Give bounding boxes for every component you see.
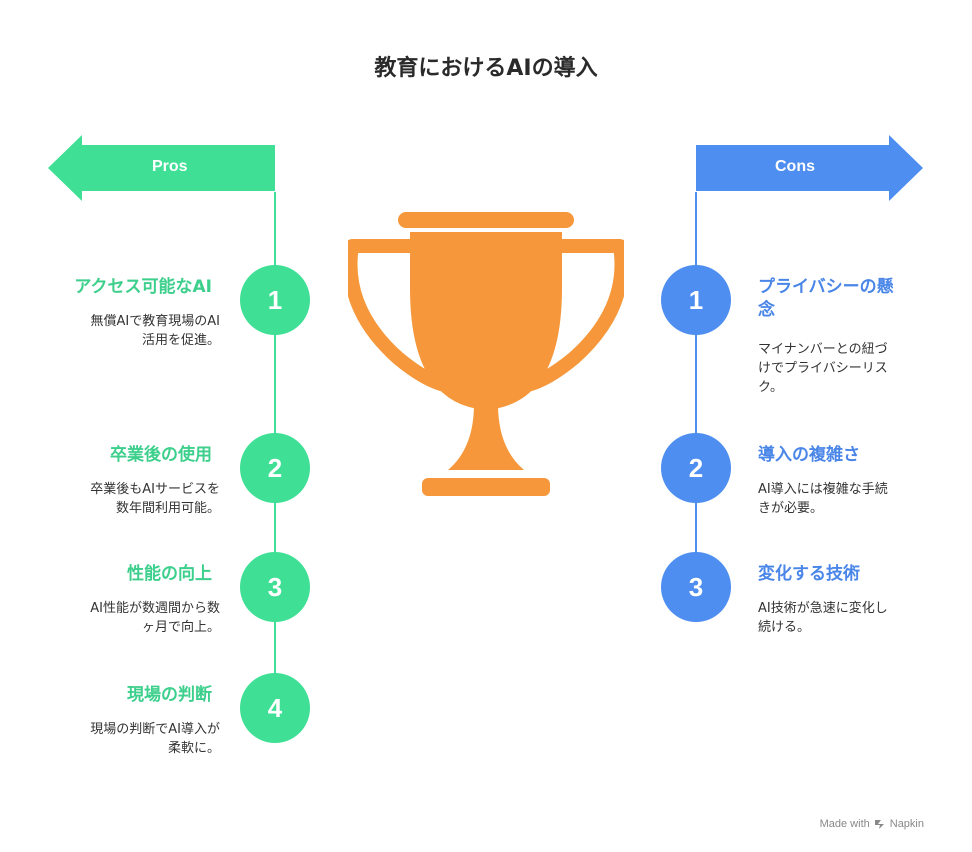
con-1-description: マイナンバーとの紐づけでプライバシーリスク。 (758, 342, 888, 395)
pros-banner-arrow (48, 135, 275, 201)
con-3-number: 3 (661, 552, 731, 622)
pros-label: Pros (152, 158, 188, 175)
con-3-heading: 変化する技術 (758, 564, 860, 584)
pro-4-number: 4 (240, 673, 310, 743)
pro-3-heading: 性能の向上 (127, 564, 212, 584)
footer-brand: Napkin (889, 818, 924, 830)
pro-1-heading: アクセス可能なAI (74, 277, 212, 297)
pro-3-number: 3 (240, 552, 310, 622)
footer-made-with: Made with (819, 818, 870, 830)
pro-4-heading: 現場の判断 (127, 685, 212, 705)
napkin-icon (874, 820, 884, 829)
page-title: 教育におけるAIの導入 (374, 56, 598, 81)
con-2-number: 2 (661, 433, 731, 503)
trophy-icon (348, 212, 624, 496)
pro-2-description: 卒業後もAIサービスを数年間利用可能。 (90, 482, 220, 516)
con-2-description: AI導入には複雑な手続きが必要。 (758, 482, 888, 516)
con-2-heading: 導入の複雑さ (758, 445, 860, 465)
pro-2-heading: 卒業後の使用 (110, 445, 212, 465)
pro-1-number: 1 (240, 265, 310, 335)
con-3-description: AI技術が急速に変化し続ける。 (758, 601, 888, 635)
con-1-heading: プライバシーの懸念 (758, 277, 894, 320)
cons-banner-arrow (696, 135, 923, 201)
cons-timeline-line (695, 192, 697, 588)
footer-attribution: Made with Napkin (820, 818, 924, 830)
pro-2-number: 2 (240, 433, 310, 503)
cons-label: Cons (775, 158, 815, 175)
con-1-number: 1 (661, 265, 731, 335)
pro-3-description: AI性能が数週間から数ヶ月で向上。 (90, 601, 220, 635)
pro-4-description: 現場の判断でAI導入が柔軟に。 (90, 722, 220, 756)
